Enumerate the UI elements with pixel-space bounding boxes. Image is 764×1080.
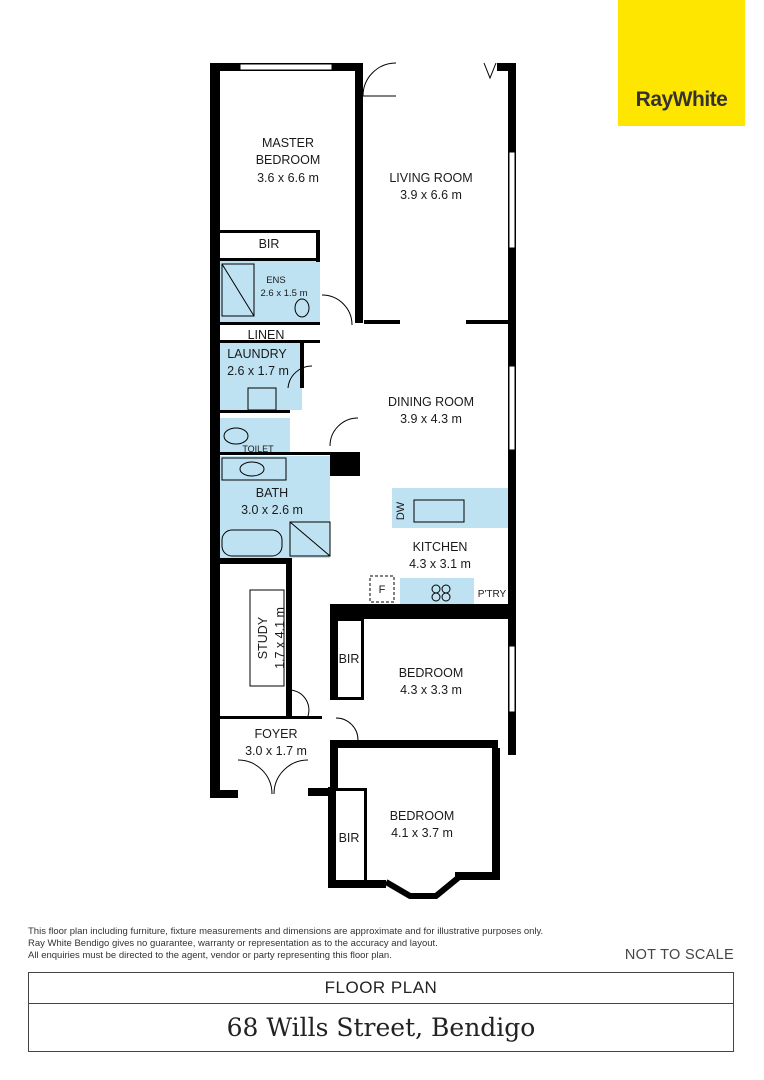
disclaimer-line: All enquiries must be directed to the ag… (28, 950, 392, 961)
kitchen-bench-top (392, 488, 508, 528)
room-linen-name: LINEN (248, 328, 285, 342)
room-toilet-name: TOILET (242, 444, 274, 454)
bath-tub (221, 529, 283, 557)
fixture-pantry: P'TRY (478, 589, 507, 600)
room-master-name-1: MASTER (262, 136, 314, 150)
disclaimer-line: This floor plan including furniture, fix… (28, 926, 544, 937)
room-living-dims: 3.9 x 6.6 m (400, 188, 462, 202)
room-bedroom2-name: BEDROOM (399, 666, 464, 680)
room-kitchen-name: KITCHEN (413, 540, 468, 554)
fridge-space (369, 575, 395, 603)
cooktop-ring (431, 592, 441, 602)
study-desk (249, 589, 285, 687)
ensuite-shower (221, 263, 255, 317)
footer-box: FLOOR PLAN 68 Wills Street, Bendigo (28, 972, 734, 1052)
room-master-name-2: BEDROOM (256, 153, 321, 167)
room-foyer-name: FOYER (254, 727, 297, 741)
room-ens-name: ENS (266, 275, 286, 286)
room-bath-dims: 3.0 x 2.6 m (241, 503, 303, 517)
room-laundry-name: LAUNDRY (227, 347, 287, 361)
room-dining-dims: 3.9 x 4.3 m (400, 412, 462, 426)
room-bedroom3-dims: 4.1 x 3.7 m (391, 826, 453, 840)
floor-plan: MASTER BEDROOM 3.6 x 6.6 m LIVING ROOM 3… (210, 62, 516, 899)
room-bir2-name: BIR (339, 652, 360, 666)
ensuite-area (220, 260, 320, 322)
toilet-bowl (223, 427, 249, 445)
room-study-dims: 1.7 x 4.1 m (273, 607, 287, 669)
room-bedroom2-dims: 4.3 x 3.3 m (400, 683, 462, 697)
room-dining-name: DINING ROOM (388, 395, 474, 409)
room-bir3-name: BIR (339, 831, 360, 845)
bath-basin (239, 461, 265, 477)
room-kitchen-dims: 4.3 x 3.1 m (409, 557, 471, 571)
bath-shower (289, 521, 331, 557)
ensuite-toilet (294, 298, 310, 318)
doors (237, 62, 497, 795)
laundry-area (220, 342, 302, 410)
laundry-tub (247, 387, 277, 411)
wet-areas (220, 260, 508, 604)
footer-title: FLOOR PLAN (29, 973, 733, 1004)
room-bedroom3-name: BEDROOM (390, 809, 455, 823)
room-ens-dims: 2.6 x 1.5 m (261, 288, 308, 299)
room-labels: MASTER BEDROOM 3.6 x 6.6 m LIVING ROOM 3… (227, 136, 506, 845)
room-bir1-name: BIR (259, 237, 280, 251)
disclaimer: This floor plan including furniture, fix… (28, 926, 588, 962)
brand-logo: RayWhite (618, 0, 745, 126)
room-living-name: LIVING ROOM (389, 171, 472, 185)
bath-vanity (221, 457, 287, 481)
room-bath-name: BATH (256, 486, 288, 500)
room-master-dims: 3.6 x 6.6 m (257, 171, 319, 185)
fixture-fridge: F (379, 584, 386, 596)
room-study-name: STUDY (256, 616, 270, 659)
room-laundry-dims: 2.6 x 1.7 m (227, 364, 289, 378)
kitchen-sink (413, 499, 465, 523)
toilet-area (220, 418, 290, 454)
not-to-scale-note: NOT TO SCALE (624, 947, 734, 963)
room-foyer-dims: 3.0 x 1.7 m (245, 744, 307, 758)
kitchen-bench-bottom (400, 578, 474, 604)
disclaimer-line: Ray White Bendigo gives no guarantee, wa… (28, 938, 438, 949)
fixture-dw: DW (395, 501, 407, 520)
brand-logo-text: RayWhite (635, 88, 728, 111)
footer-address: 68 Wills Street, Bendigo (226, 1013, 536, 1042)
windows (239, 63, 516, 899)
cooktop-ring (441, 592, 451, 602)
bay-window (384, 875, 460, 899)
fixtures (221, 263, 465, 687)
